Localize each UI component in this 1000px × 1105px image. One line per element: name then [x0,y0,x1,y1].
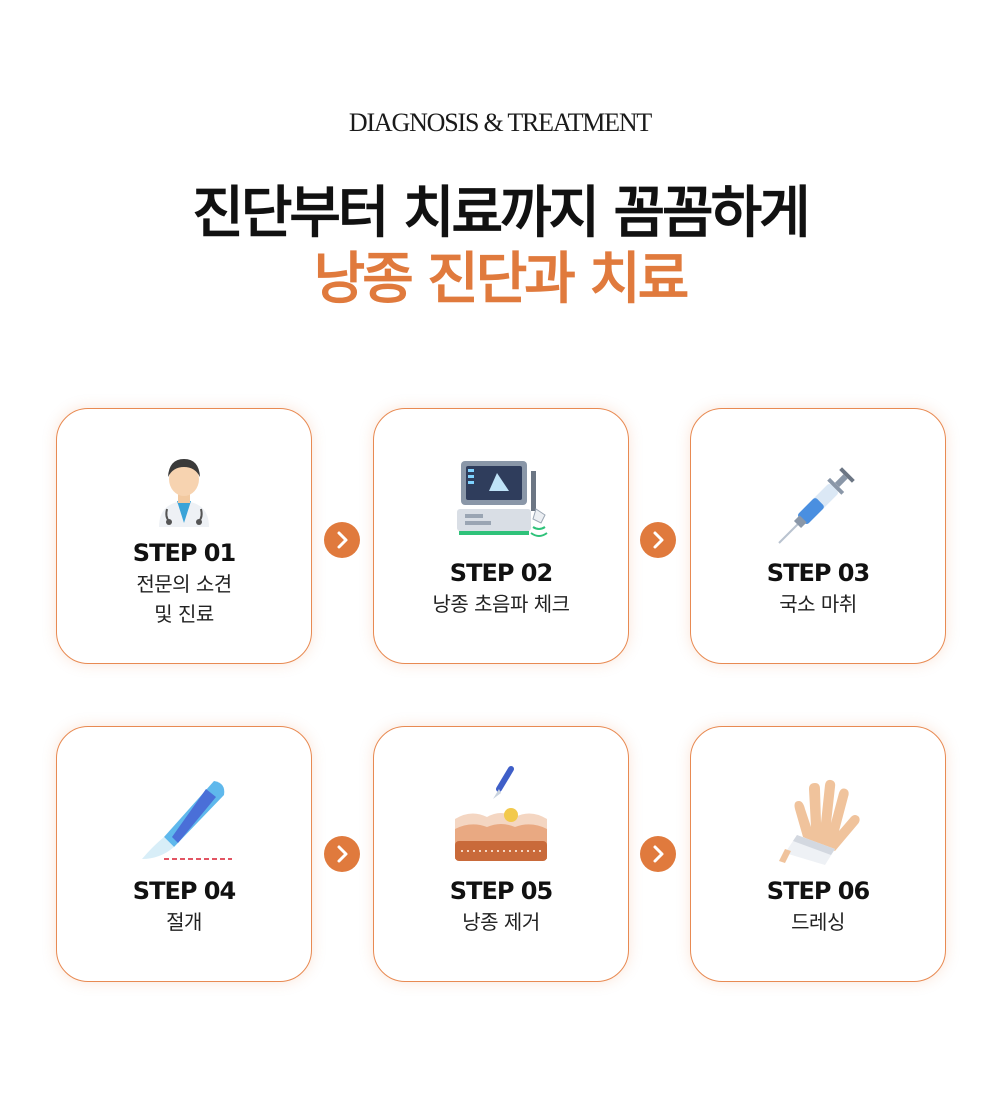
step-label: STEP 04 [132,877,236,905]
bandaged-hand-icon [779,779,860,865]
page-subtitle: 낭종 진단과 치료 [313,247,690,312]
step-label: STEP 03 [766,559,870,587]
chevron-right-icon [337,845,348,863]
next-arrow-2 [640,522,676,558]
page-title: 진단부터 치료까지 꼼꼼하게 [192,181,810,246]
step-description: 드레싱 [791,910,845,934]
skin-cyst-removal-icon [455,766,547,861]
next-arrow-4 [640,836,676,872]
step-description: 낭종 초음파 체크 [432,592,570,616]
next-arrow-1 [324,522,360,558]
step-description: 낭종 제거 [462,910,540,934]
step-card-02: STEP 02 낭종 초음파 체크 [373,408,629,664]
syringe-icon [778,467,855,544]
step-card-04: STEP 04 절개 [56,726,312,982]
chevron-right-icon [653,845,664,863]
step-card-01: STEP 01 전문의 소견 및 진료 [56,408,312,664]
chevron-right-icon [653,531,664,549]
section-eyebrow: DIAGNOSIS & TREATMENT [348,108,652,137]
ultrasound-machine-icon [457,461,548,537]
step-description: 절개 [166,910,202,934]
step-card-06: STEP 06 드레싱 [690,726,946,982]
scalpel-icon [142,781,232,860]
step-label: STEP 05 [449,877,553,905]
chevron-right-icon [337,531,348,549]
doctor-icon [159,459,209,527]
step-description-line2: 및 진료 [154,602,214,626]
next-arrow-3 [324,836,360,872]
step-label: STEP 02 [449,559,553,587]
step-card-03: STEP 03 국소 마취 [690,408,946,664]
step-description: 전문의 소견 [136,572,232,596]
step-label: STEP 06 [766,877,870,905]
step-card-05: STEP 05 낭종 제거 [373,726,629,982]
step-description: 국소 마취 [779,592,857,616]
step-label: STEP 01 [132,539,236,567]
